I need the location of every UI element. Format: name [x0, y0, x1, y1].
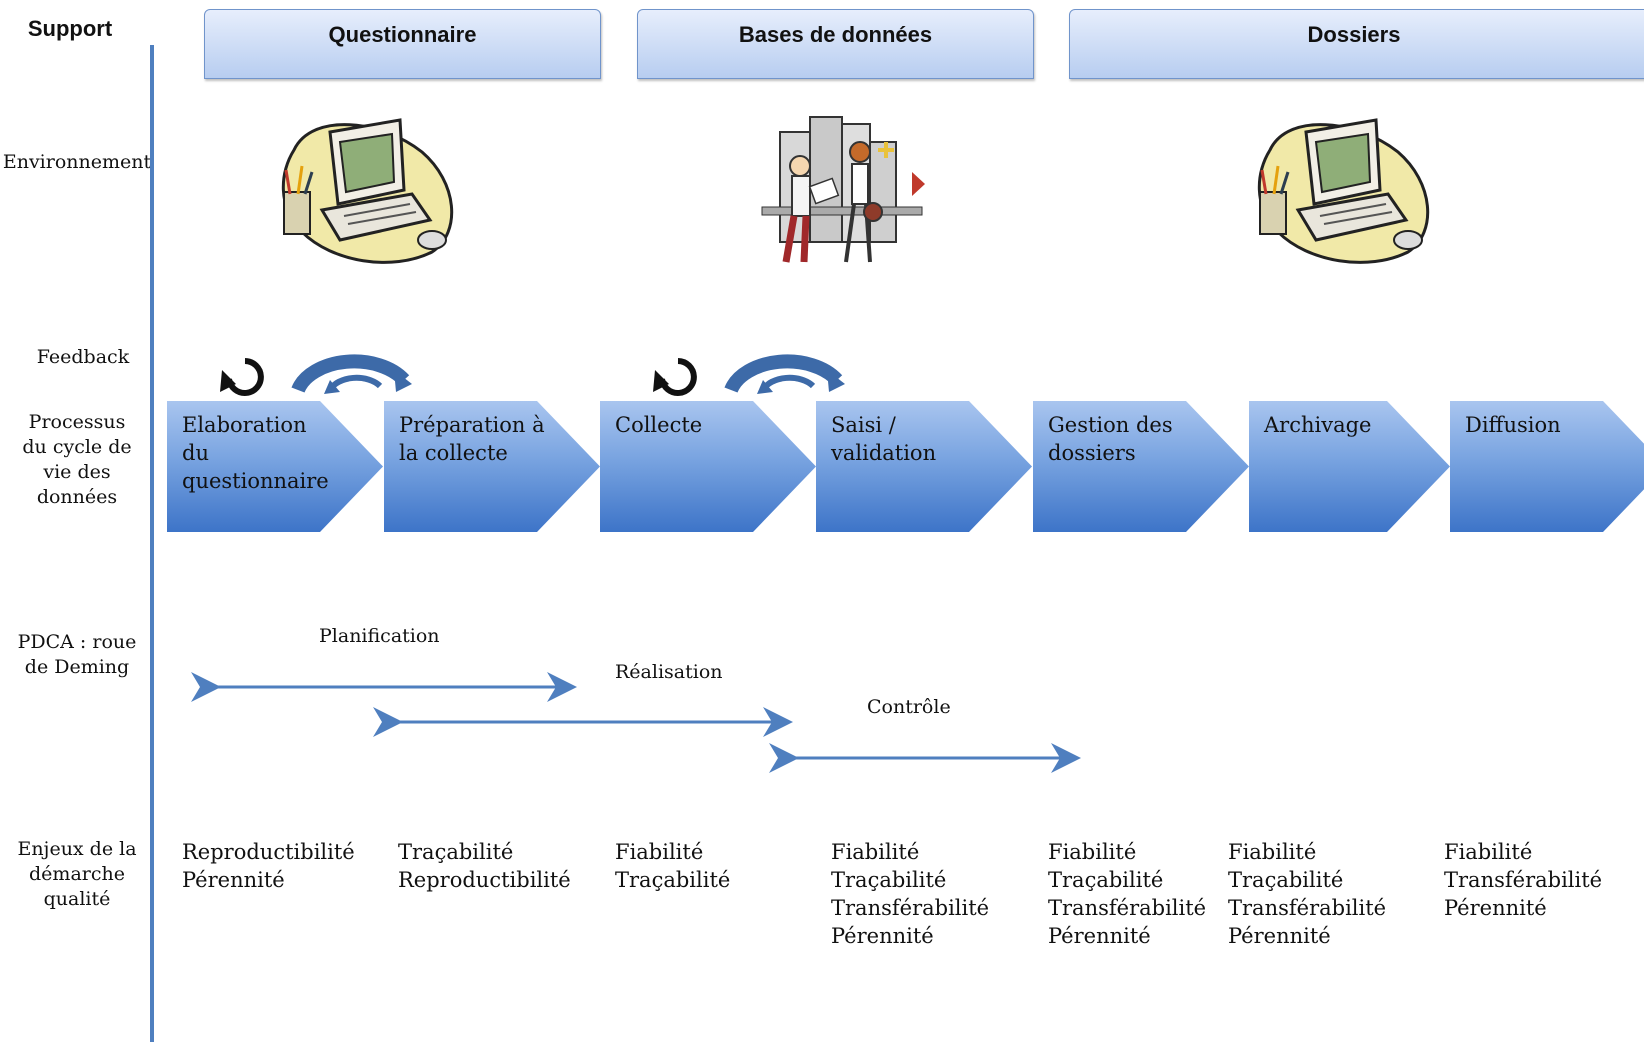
- enjeux-item: Traçabilité: [831, 868, 947, 892]
- enjeux-column: Reproductibilité Pérennité: [182, 838, 355, 894]
- enjeux-column: Fiabilité Traçabilité: [615, 838, 730, 894]
- enjeux-item: Transférabilité: [831, 896, 990, 920]
- enjeux-item: Reproductibilité: [398, 868, 571, 892]
- processus-label-line: vie des: [43, 461, 111, 483]
- enjeux-item: Reproductibilité: [182, 840, 355, 864]
- pdca-label-line: de Deming: [24, 656, 130, 678]
- enjeux-item: Transférabilité: [1228, 896, 1387, 920]
- enjeux-item: Transférabilité: [1444, 868, 1603, 892]
- process-step-label: Saisi / validation: [831, 411, 977, 467]
- enjeux-item: Fiabilité: [1228, 840, 1317, 864]
- feedback-arc-icon: [724, 354, 845, 394]
- enjeux-column: Fiabilité Traçabilité Transférabilité Pé…: [831, 838, 989, 950]
- environnement-row-label: Environnement: [2, 151, 152, 173]
- enjeux-label-line: démarche: [29, 863, 125, 885]
- pdca-label-line: PDCA : roue: [17, 631, 137, 653]
- process-step-label: Archivage: [1264, 411, 1395, 439]
- enjeux-item: Pérennité: [831, 924, 934, 948]
- enjeux-item: Pérennité: [182, 868, 285, 892]
- process-step-label-line: Collecte: [615, 413, 703, 437]
- enjeux-label-line: qualité: [43, 888, 111, 910]
- process-step-label-line: Archivage: [1264, 413, 1372, 437]
- process-step-label-line: Elaboration: [182, 413, 307, 437]
- process-step-label-line: dossiers: [1048, 441, 1136, 465]
- enjeux-item: Pérennité: [1048, 924, 1151, 948]
- enjeux-item: Traçabilité: [615, 868, 731, 892]
- enjeux-item: Traçabilité: [1048, 868, 1164, 892]
- process-step-label-line: Préparation à: [399, 413, 545, 437]
- process-step-label: Collecte: [615, 411, 761, 439]
- enjeux-item: Fiabilité: [831, 840, 920, 864]
- enjeux-item: Fiabilité: [615, 840, 704, 864]
- support-tab-bases-de-donnees: Bases de données: [637, 9, 1034, 79]
- enjeux-item: Transférabilité: [1048, 896, 1207, 920]
- computer-clipart-icon: [272, 112, 462, 276]
- processus-row-label: Processus du cycle de vie des données: [2, 410, 152, 510]
- processus-label-line: Processus: [28, 411, 126, 433]
- enjeux-item: Traçabilité: [1228, 868, 1344, 892]
- city-people-clipart-icon: [742, 112, 932, 286]
- support-tab-dossiers: Dossiers: [1069, 9, 1644, 79]
- enjeux-item: Pérennité: [1444, 896, 1547, 920]
- enjeux-item: Traçabilité: [398, 840, 514, 864]
- enjeux-item: Fiabilité: [1048, 840, 1137, 864]
- process-step-label-line: Gestion des: [1048, 413, 1173, 437]
- process-step-diffusion: Diffusion: [1450, 401, 1644, 532]
- process-step-label-line: validation: [831, 441, 937, 465]
- enjeux-item: Pérennité: [1228, 924, 1331, 948]
- process-step-label: Elaboration du questionnaire: [182, 411, 328, 495]
- computer-clipart-icon: [1248, 112, 1438, 276]
- process-step-label-line: Diffusion: [1465, 413, 1561, 437]
- support-tab-questionnaire: Questionnaire: [204, 9, 601, 79]
- enjeux-column: Fiabilité Traçabilité Transférabilité Pé…: [1048, 838, 1206, 950]
- process-step-label-line: du: [182, 441, 209, 465]
- feedback-loop-icon: [653, 358, 697, 396]
- process-step-label-line: la collecte: [399, 441, 508, 465]
- enjeux-row-label: Enjeux de la démarche qualité: [2, 837, 152, 912]
- enjeux-item: Fiabilité: [1444, 840, 1533, 864]
- vertical-divider: [150, 45, 154, 1042]
- pdca-row-label: PDCA : roue de Deming: [2, 630, 152, 680]
- enjeux-label-line: Enjeux de la: [17, 838, 137, 860]
- process-step-label: Gestion des dossiers: [1048, 411, 1194, 467]
- pdca-label-controle: Contrôle: [867, 696, 951, 718]
- pdca-label-realisation: Réalisation: [615, 661, 723, 683]
- process-step-label-line: questionnaire: [182, 469, 329, 493]
- process-step-label-line: Saisi /: [831, 413, 896, 437]
- process-step-label: Préparation à la collecte: [399, 411, 545, 467]
- enjeux-column: Fiabilité Traçabilité Transférabilité Pé…: [1228, 838, 1386, 950]
- enjeux-column: Fiabilité Transférabilité Pérennité: [1444, 838, 1602, 922]
- enjeux-column: Traçabilité Reproductibilité: [398, 838, 571, 894]
- process-step-label: Diffusion: [1465, 411, 1611, 439]
- pdca-label-planification: Planification: [319, 625, 440, 647]
- processus-label-line: du cycle de: [22, 436, 132, 458]
- support-row-label: Support: [27, 16, 113, 41]
- processus-label-line: données: [36, 486, 118, 508]
- feedback-arc-icon: [291, 354, 412, 394]
- feedback-loop-icon: [220, 358, 264, 396]
- feedback-row-label: Feedback: [36, 346, 130, 368]
